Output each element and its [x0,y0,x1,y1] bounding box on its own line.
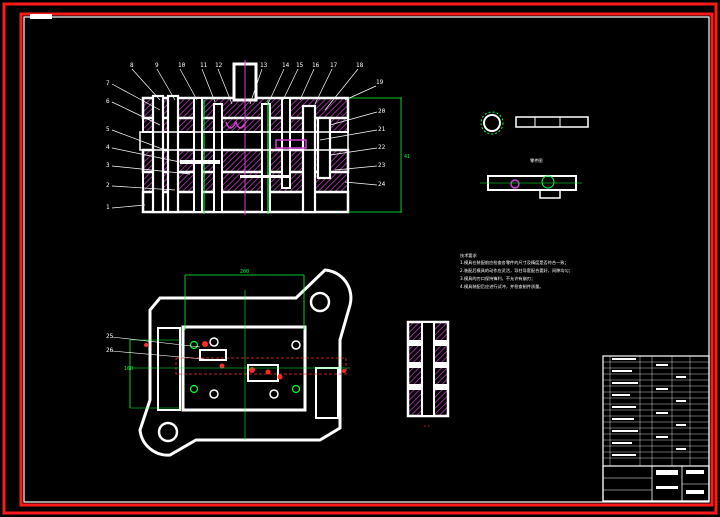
callout-20: 20 [378,108,386,115]
dim-plan-height: 160 [124,366,133,372]
parts-list [602,355,710,502]
callout-24: 24 [378,181,386,188]
callout-16: 16 [312,62,320,69]
tech-note-4: 4.模具装配后应进行试冲，并检查制件质量。 [460,283,544,290]
callout-25: 25 [106,333,114,340]
tech-title: 技术要求 [460,252,478,259]
side-view: A-A [406,320,450,428]
callouts-left: 7 6 5 4 3 2 1 [106,80,191,211]
callout-19: 19 [376,79,384,86]
dim-right-height: 41 [404,154,410,160]
plan-view: 200 160 25 26 [106,268,353,457]
callout-8: 8 [130,62,134,69]
tech-note-1: 1.模具在装配前应检查各零件的尺寸及精度是否符合一致； [460,259,569,266]
callout-11: 11 [200,62,208,69]
callout-5: 5 [106,126,110,133]
callout-13: 13 [260,62,268,69]
part-title: 零件图 [530,157,543,164]
callout-4: 4 [106,144,110,151]
callout-15: 15 [296,62,304,69]
callouts-top: 8 9 10 11 12 13 14 15 16 17 18 19 [130,62,384,111]
callout-22: 22 [378,144,386,151]
callout-21: 21 [378,126,386,133]
callout-17: 17 [330,62,338,69]
front-section-view [139,60,402,215]
callout-23: 23 [378,162,386,169]
corner-tab [30,14,52,19]
callout-26: 26 [106,347,114,354]
callout-7: 7 [106,80,110,87]
callout-9: 9 [155,62,159,69]
callout-12: 12 [215,62,223,69]
tech-note-2: 2.装配后模具的动作应灵活，导柱导套配合要好，间隙均匀； [460,267,573,274]
side-view-label: A-A [424,424,430,428]
tech-note-3: 3.模具的刃口保持锋利，不允许有崩刃； [460,275,535,282]
part-drawings: 零件图 [480,111,589,199]
callout-3: 3 [106,162,110,169]
callouts-right: 20 21 22 23 24 41 [319,108,410,188]
callout-6: 6 [106,98,110,105]
callout-2: 2 [106,182,110,189]
callout-10: 10 [178,62,186,69]
dim-top-width: 200 [240,269,249,275]
callout-18: 18 [356,62,364,69]
callout-1: 1 [106,204,110,211]
technical-requirements: 技术要求 1.模具在装配前应检查各零件的尺寸及精度是否符合一致； 2.装配后模具… [460,252,573,290]
callout-14: 14 [282,62,290,69]
